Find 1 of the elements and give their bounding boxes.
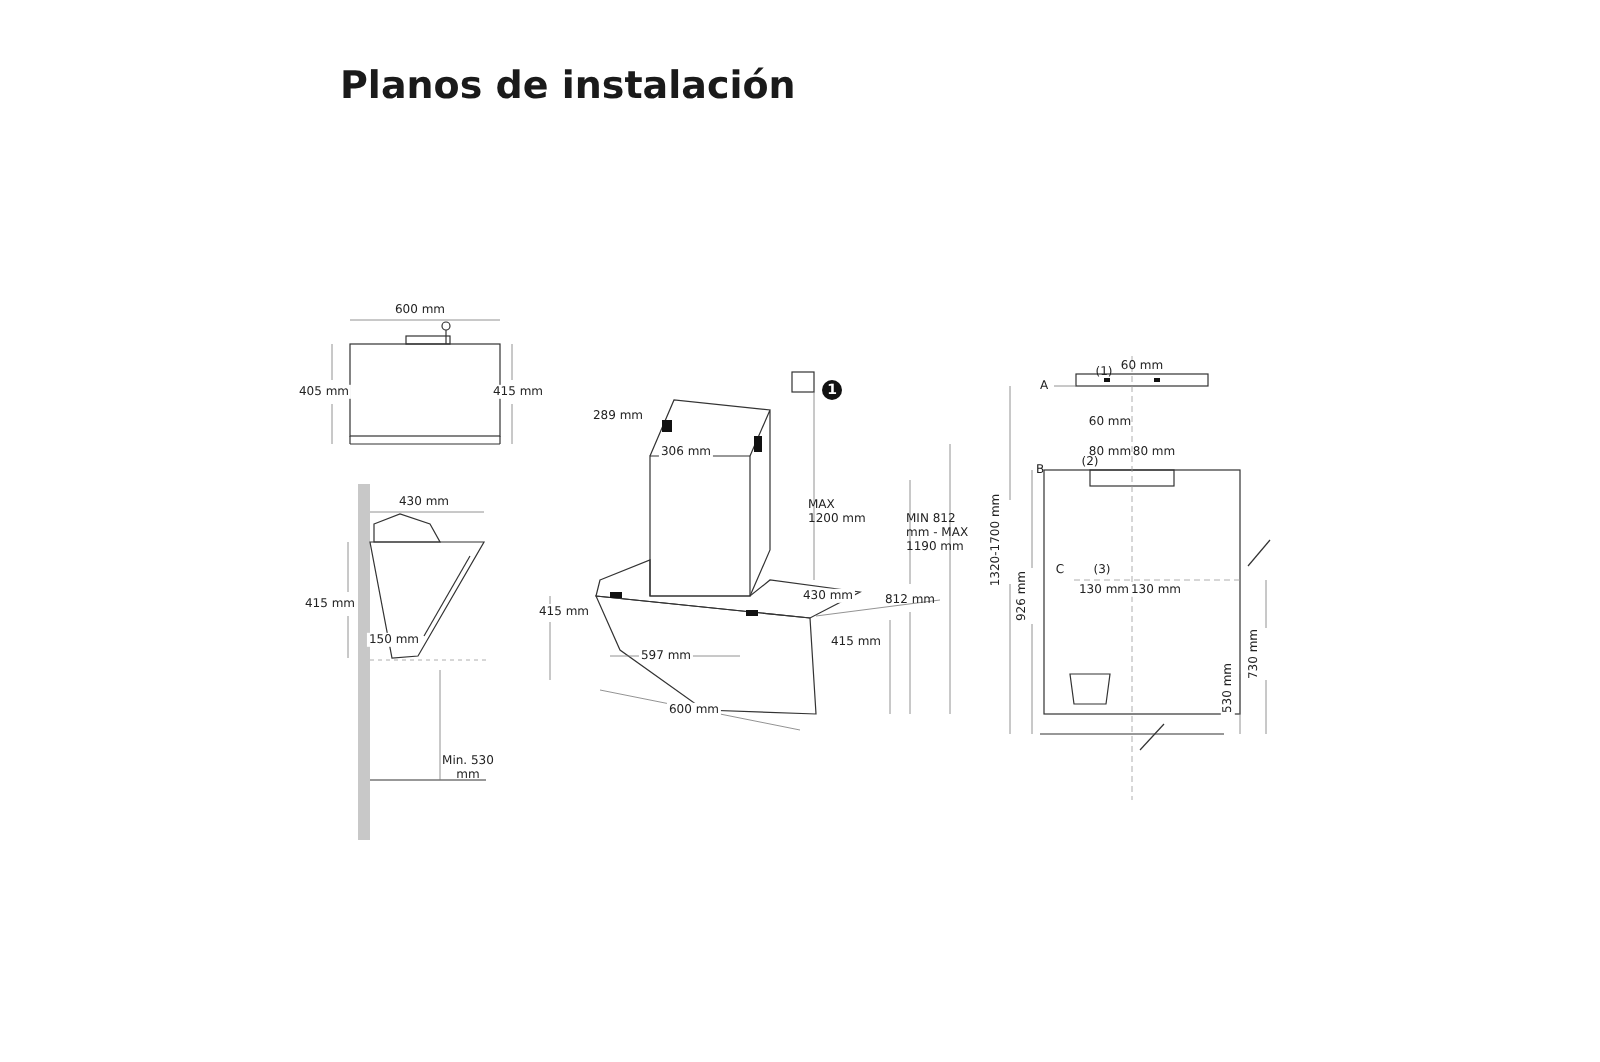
- page-title: Planos de instalación: [340, 64, 796, 108]
